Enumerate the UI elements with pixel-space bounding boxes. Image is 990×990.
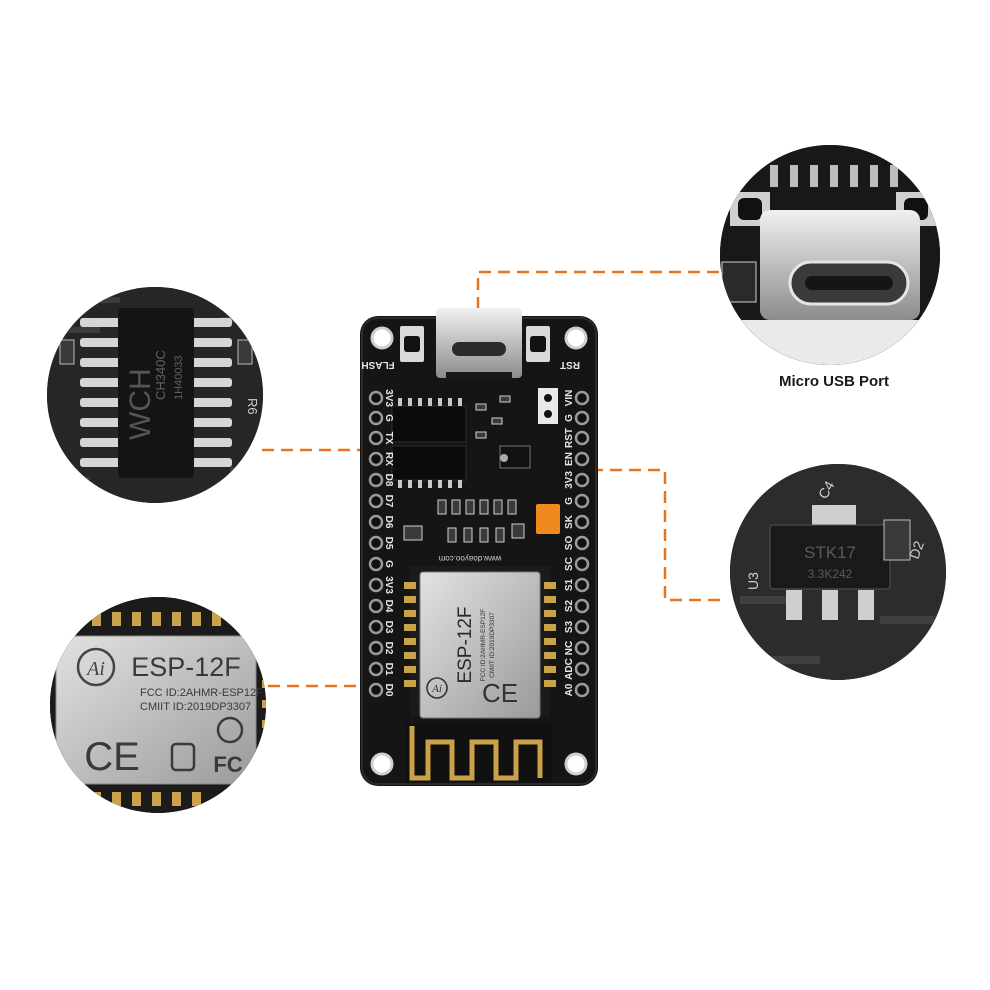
tantalum-capacitor [536, 504, 560, 534]
chip-line1: CH340C [153, 350, 168, 400]
regulator-line1: STK17 [804, 543, 856, 562]
pin-label-right: A0 [564, 683, 575, 696]
pin-label-right: EN [564, 452, 575, 466]
pin-label-left: D1 [383, 663, 394, 676]
module-zoom-fcc: FCC ID:2AHMR-ESP12F [140, 687, 263, 699]
module-zoom-cmiit-mark [216, 716, 244, 744]
silk-d2: D2 [906, 539, 927, 561]
pin-label-left: RX [383, 452, 394, 466]
silk-c4: C4 [815, 478, 838, 502]
usb-c-port [436, 308, 522, 380]
left-pin-header [368, 390, 384, 698]
ai-logo [426, 677, 448, 699]
module-zoom-ce: CE [84, 735, 140, 779]
pin-label-left: D2 [383, 642, 394, 655]
module-zoom-cmiit: CMIIT ID:2019DP3307 [140, 701, 251, 713]
site-label: www.doayoo.com [438, 554, 502, 563]
pin-label-right: S1 [564, 578, 575, 591]
pin-label-left: D3 [383, 621, 394, 634]
pin-label-left: D8 [383, 474, 394, 487]
pin-label-right: ADC [564, 658, 575, 680]
pin-label-right: NC [564, 641, 575, 655]
pin-label-left: 3V3 [383, 576, 394, 594]
esp12f-module: ESP-12F FCC ID:2AHMR-ESP12F CMIIT ID:201… [404, 566, 556, 719]
pin-label-left: D4 [383, 600, 394, 613]
chip-logo: WCH [124, 368, 157, 440]
pin-label-left: G [383, 414, 394, 422]
pin-label-right: SK [564, 514, 575, 529]
pin-label-right: S2 [564, 599, 575, 612]
pin-label-left: TX [383, 432, 394, 445]
zoom-chip: WCH CH340C 1H40033 R6 [47, 287, 263, 503]
flash-button [400, 326, 424, 362]
module-zoom-title: ESP-12F [131, 652, 241, 682]
callout-line-regulator [515, 468, 720, 602]
module-zoom-ai-logo [76, 647, 116, 687]
regulator-line2: 3.3K242 [808, 567, 853, 581]
status-led [500, 454, 508, 462]
right-pin-labels: VIN G RST EN 3V3 G SK SO SC S1 S2 S3 NC … [564, 390, 575, 697]
ce-mark: CE [482, 678, 518, 708]
regulator [499, 445, 531, 469]
pin-label-right: G [564, 497, 575, 505]
pin-label-right: VIN [564, 390, 575, 407]
usb-caption: Micro USB Port [779, 373, 889, 390]
flash-label: FLASH [361, 359, 394, 370]
module-fcc: FCC ID:2AHMR-ESP12F [480, 609, 487, 682]
right-pin-header [574, 390, 590, 698]
zoom-usb-port [720, 145, 940, 365]
svg-text:Ai: Ai [431, 683, 442, 695]
pin-label-right: S3 [564, 620, 575, 633]
module-zoom-logo: Ai [85, 658, 105, 680]
pin-label-left: 3V3 [383, 389, 394, 407]
usb-serial-chip [391, 405, 467, 481]
pin-label-left: D5 [383, 537, 394, 550]
pin-label-left: D7 [383, 495, 394, 508]
pin-label-right: SC [564, 557, 575, 571]
pin-label-left: G [383, 560, 394, 568]
zoom-module: Ai ESP-12F FCC ID:2AHMR-ESP12F CMIIT ID:… [50, 597, 266, 813]
pin-label-right: 3V3 [564, 471, 575, 489]
callout-line-usb [476, 270, 720, 328]
jumper-pads [538, 388, 558, 424]
chip-silk-r6: R6 [245, 398, 260, 415]
zoom-regulator: STK17 3.3K242 C4 D2 U3 [730, 464, 946, 680]
rst-label: RST [560, 359, 580, 370]
pin-label-left: D6 [383, 516, 394, 529]
module-zoom-c-tick [170, 742, 196, 772]
pin-label-right: G [564, 414, 575, 422]
pin-label-left: D0 [383, 684, 394, 697]
nodemcu-board: ESP-12F FCC ID:2AHMR-ESP12F CMIIT ID:201… [360, 308, 598, 786]
module-cmiit: CMIIT ID:2019DP3307 [489, 612, 496, 678]
pin-label-right: SO [564, 536, 575, 551]
mounting-holes [370, 326, 588, 776]
pin-label-right: RST [564, 428, 575, 448]
module-zoom-fc: FC [213, 752, 242, 777]
chip-line2: 1H40033 [173, 355, 185, 400]
module-title: ESP-12F [455, 606, 476, 683]
smd-components [403, 395, 525, 543]
silk-u3: U3 [745, 572, 761, 590]
pcb-antenna [406, 724, 552, 782]
rst-button [526, 326, 550, 362]
left-pin-labels: 3V3 G TX RX D8 D7 D6 D5 G 3V3 D4 D3 D2 D… [383, 389, 394, 697]
